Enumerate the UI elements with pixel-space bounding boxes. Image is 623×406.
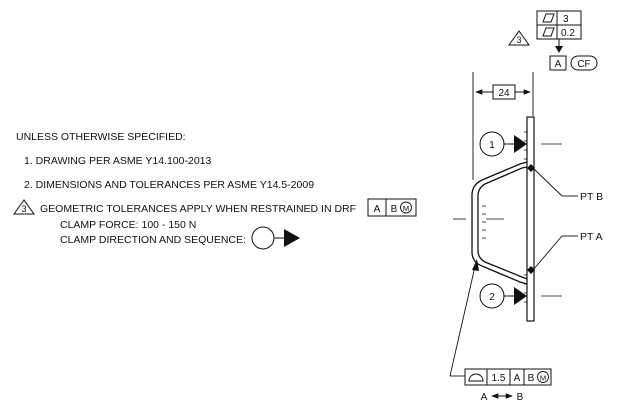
notes-heading: UNLESS OTHERWISE SPECIFIED: xyxy=(16,131,186,143)
clamp-symbol-icon xyxy=(251,226,300,250)
plate-flange xyxy=(526,116,535,322)
pt-b-marker xyxy=(527,164,535,172)
bottom-feature-control-frame: 1.5 A B M A B xyxy=(449,259,552,403)
dimension-value: 24 xyxy=(498,88,510,99)
note-3-flag-icon: 3 xyxy=(13,199,35,215)
bracket-inner xyxy=(477,166,528,280)
bottom-fcf-datum-b: B xyxy=(528,373,535,384)
bottom-fcf-value: 1.5 xyxy=(492,373,506,384)
between-right-label: B xyxy=(517,392,524,403)
dimension-24: 24 xyxy=(472,72,534,180)
datum-a-box xyxy=(549,55,567,71)
profile-of-surface-icon xyxy=(468,373,484,382)
drf-mmc: M xyxy=(403,204,409,213)
top-fcf-datum: A xyxy=(555,59,562,70)
between-left-label: A xyxy=(481,392,488,403)
top-fcf-row1-value: 3 xyxy=(563,14,569,25)
clamp-2-arrow-icon xyxy=(514,287,527,305)
bottom-fcf-mmc: M xyxy=(540,374,546,383)
part-profile xyxy=(453,116,562,322)
note-3: GEOMETRIC TOLERANCES APPLY WHEN RESTRAIN… xyxy=(40,203,356,215)
top-feature-control-frame: 3 0.2 3 A CF xyxy=(508,10,598,71)
drf-datum-b: B xyxy=(391,204,398,215)
clamp-2-number: 2 xyxy=(489,292,495,303)
callout-pt-b: PT B xyxy=(532,167,603,203)
drf-datum-a: A xyxy=(374,204,381,215)
note-1: 1. DRAWING PER ASME Y14.100-2013 xyxy=(24,155,211,167)
pt-a-label: PT A xyxy=(580,231,603,243)
note-3-flag-number: 3 xyxy=(21,204,26,214)
pt-b-label: PT B xyxy=(580,191,603,203)
bottom-fcf-datum-a: A xyxy=(514,373,521,384)
note-2: 2. DIMENSIONS AND TOLERANCES PER ASME Y1… xyxy=(24,179,314,191)
clamp-force-note: CLAMP FORCE: 100 - 150 N xyxy=(60,219,196,231)
mmc-modifier-icon xyxy=(400,201,412,214)
clamp-1: 1 xyxy=(479,131,527,157)
callout-pt-a: PT A xyxy=(532,231,603,271)
profile-leader xyxy=(449,261,477,377)
clamp-direction-note: CLAMP DIRECTION AND SEQUENCE: xyxy=(60,234,246,246)
flatness-icon xyxy=(542,13,555,23)
top-fcf-flag-icon: 3 xyxy=(508,30,530,46)
pt-a-marker xyxy=(527,266,535,274)
cf-badge xyxy=(570,55,598,71)
clamp-1-arrow-icon xyxy=(514,135,527,153)
flatness-icon xyxy=(542,27,555,37)
top-fcf-cf: CF xyxy=(577,59,590,70)
top-fcf-row2-value: 0.2 xyxy=(561,28,575,39)
clamp-2: 2 xyxy=(479,283,527,309)
top-fcf-flag-number: 3 xyxy=(516,35,521,45)
clamp-1-number: 1 xyxy=(489,140,495,151)
bracket-outer xyxy=(471,161,528,285)
general-notes: UNLESS OTHERWISE SPECIFIED: 1. DRAWING P… xyxy=(13,131,417,250)
mmc-modifier-icon xyxy=(537,371,549,383)
drf-frame: A B M xyxy=(367,198,417,217)
